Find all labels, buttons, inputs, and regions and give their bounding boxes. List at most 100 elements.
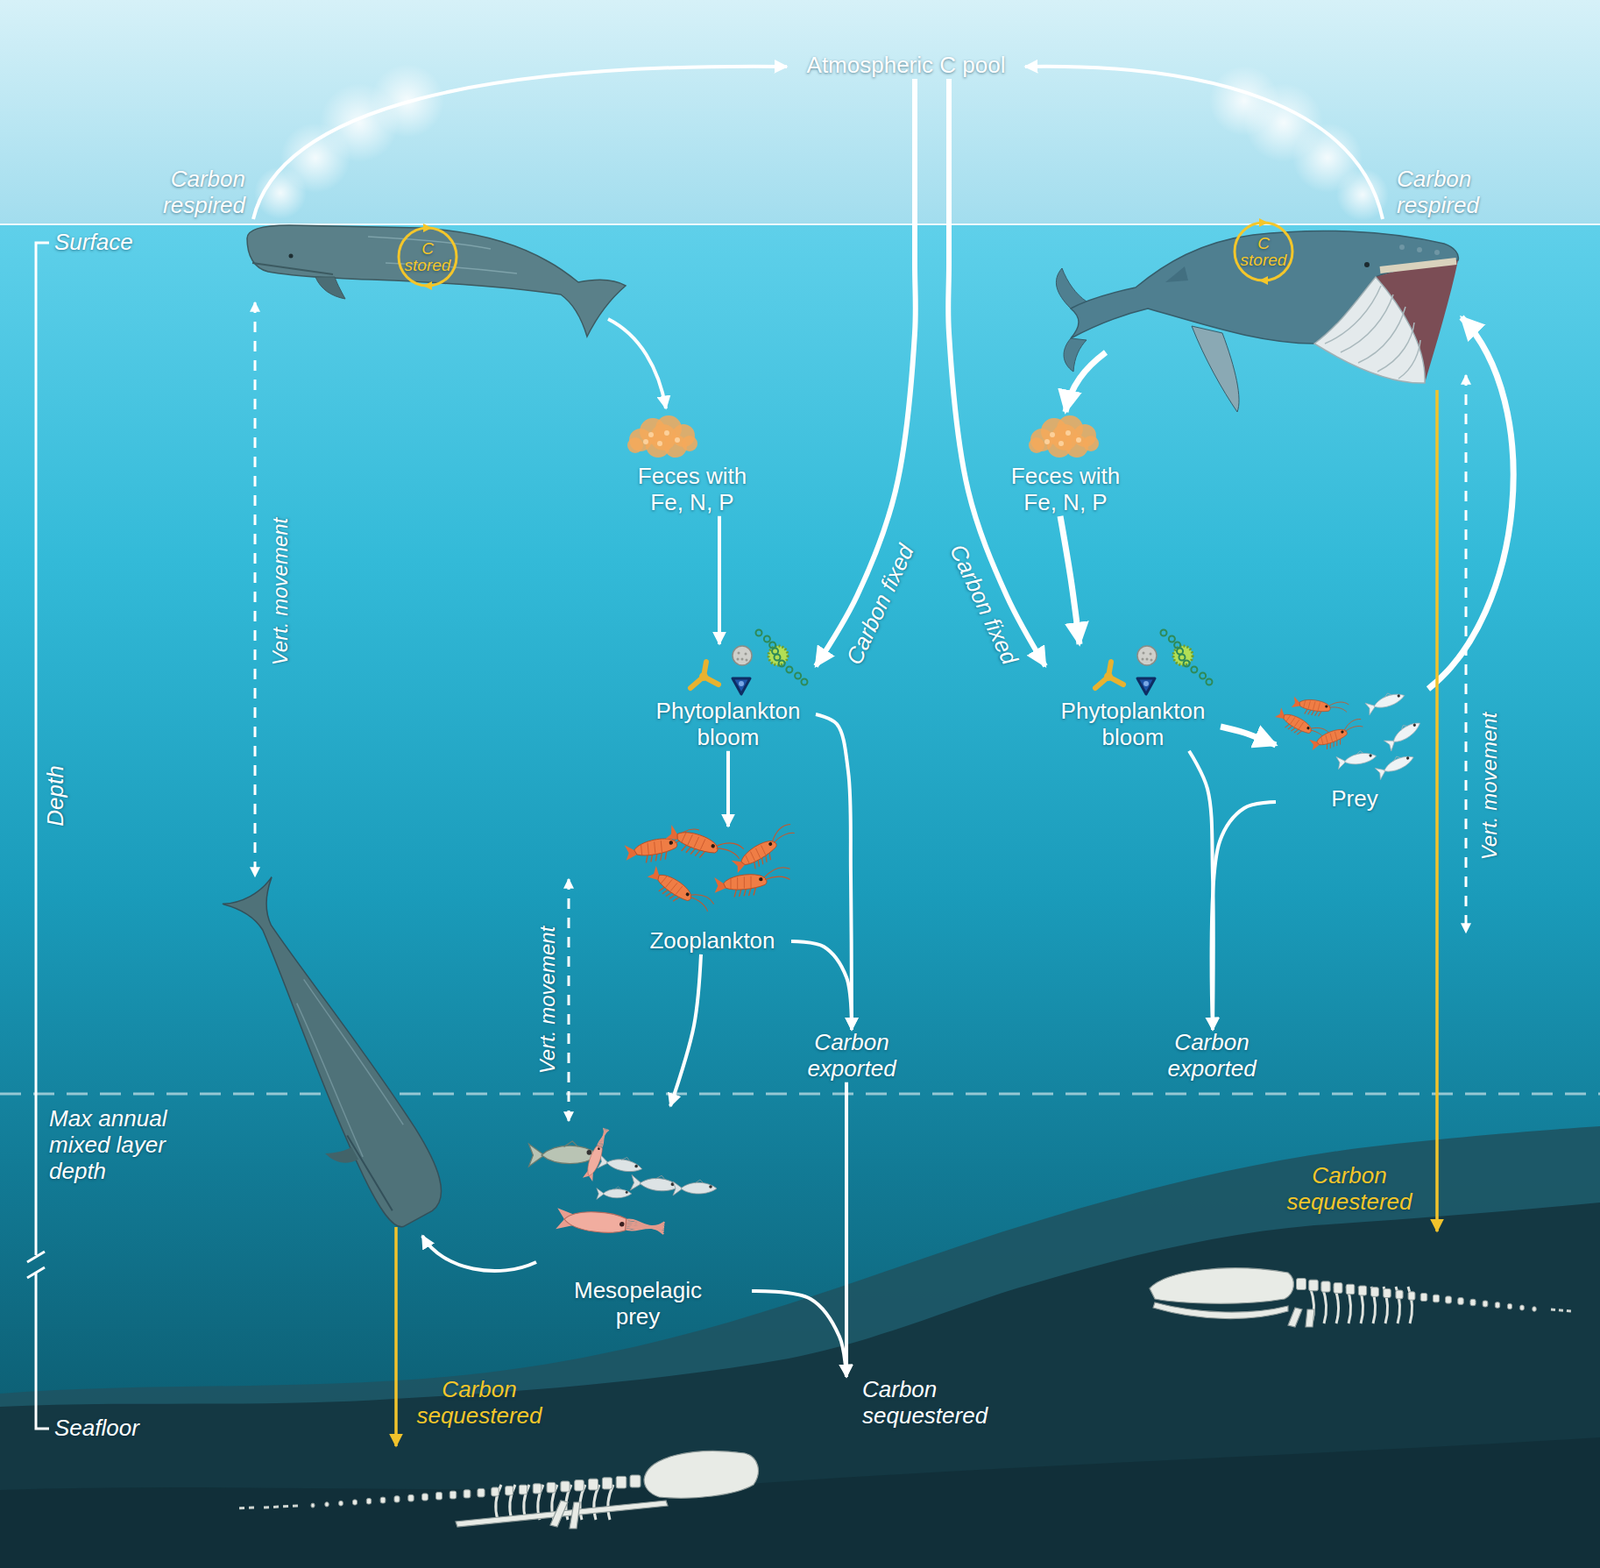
cloud-speck xyxy=(1065,430,1071,436)
node-text: Prey xyxy=(1275,785,1434,813)
annotation-label: Carbon respired xyxy=(1396,166,1511,220)
concept-node: Zooplankton xyxy=(633,826,792,955)
coccolith-dot xyxy=(1141,658,1145,661)
chain-cell xyxy=(771,648,779,655)
krill xyxy=(663,821,744,871)
fish xyxy=(1382,716,1424,751)
node-text: Carbon sequestered xyxy=(862,1376,1006,1430)
coccolith-dot xyxy=(736,658,740,661)
vertebra xyxy=(1296,1278,1307,1290)
annotation-label: Surface xyxy=(54,229,134,256)
chain-cell xyxy=(764,636,771,643)
krill-segment xyxy=(659,840,663,852)
node-text: Feces with Fe, N, P xyxy=(626,463,758,517)
fish-body xyxy=(1390,718,1424,746)
fish-eye xyxy=(587,1149,593,1155)
feeding-arrow xyxy=(1428,317,1514,689)
store-ring xyxy=(1234,222,1293,281)
dinoflagellate-core xyxy=(1143,680,1149,687)
diatom-core xyxy=(1104,672,1113,681)
flow-arrow xyxy=(1189,750,1214,1030)
fish-fin xyxy=(1392,755,1402,762)
chain-cell xyxy=(778,660,786,667)
fish-body xyxy=(680,1182,717,1194)
krill-eye xyxy=(1306,726,1310,730)
illustration-part xyxy=(1416,247,1423,253)
vertebra xyxy=(1371,1287,1380,1297)
krill-eye xyxy=(685,892,691,898)
cloud-puff xyxy=(681,435,698,452)
fish-eye xyxy=(1368,753,1373,758)
chain-cell xyxy=(1178,654,1185,661)
illustration-part xyxy=(1434,249,1440,255)
cloud-speck xyxy=(1058,440,1064,447)
sea xyxy=(0,224,1600,1568)
vertebra xyxy=(1482,1300,1488,1307)
jaw-bone xyxy=(1153,1302,1289,1319)
seafloor-shade xyxy=(0,1437,1600,1568)
squid-tentacle xyxy=(623,1224,665,1234)
krill xyxy=(1290,693,1350,722)
krill xyxy=(1307,717,1367,754)
vertebra xyxy=(1520,1304,1525,1310)
node-text: Atmospheric C pool xyxy=(807,52,1006,79)
fish-fin xyxy=(1399,723,1408,731)
krill-eye xyxy=(1324,704,1329,708)
concept-node: Phytoplankton bloom xyxy=(640,644,816,751)
chain-cell xyxy=(1176,648,1183,655)
krill-segment xyxy=(736,877,739,889)
fish-eye xyxy=(634,1163,638,1168)
respiration-arrow xyxy=(1025,66,1383,220)
skull xyxy=(644,1451,758,1499)
annotation-label: Max annual mixed layer depth xyxy=(49,1105,181,1185)
cloud-speck xyxy=(657,440,663,447)
chain-cell xyxy=(800,679,808,686)
feeding-arrow xyxy=(422,1235,537,1271)
vertebra xyxy=(1532,1306,1537,1311)
dinoflagellate xyxy=(1137,678,1155,694)
flow-arrow xyxy=(751,1290,847,1377)
fish xyxy=(630,1172,680,1195)
fish-fin xyxy=(655,1175,666,1180)
vertebra xyxy=(380,1496,386,1503)
fish xyxy=(1374,750,1417,780)
krill-eye xyxy=(710,842,716,849)
phytoplankton-group xyxy=(690,630,808,695)
vertebra xyxy=(325,1501,329,1507)
flow-arrow xyxy=(791,941,852,1030)
carbon-store-circle: C stored xyxy=(1230,218,1297,285)
annotation-label: Seafloor xyxy=(54,1415,140,1442)
vertebra xyxy=(588,1478,599,1490)
illustration-part xyxy=(1380,261,1457,270)
krill-segment xyxy=(660,875,668,885)
vertebra xyxy=(1333,1282,1343,1294)
fish-fin xyxy=(694,1179,704,1183)
chain-cell xyxy=(1174,642,1181,649)
vertebra xyxy=(505,1486,514,1495)
vertebra xyxy=(1420,1293,1428,1302)
diatom-star xyxy=(690,661,719,688)
diatom-star xyxy=(1095,661,1124,688)
vertebra xyxy=(1395,1289,1403,1299)
krill-body xyxy=(1281,710,1314,736)
krill-segment xyxy=(1298,722,1303,730)
krill-eye xyxy=(758,877,764,882)
cloud-speck xyxy=(664,430,670,436)
feces-cloud xyxy=(1028,415,1099,458)
coccolith-dot xyxy=(745,658,749,662)
fish-eye xyxy=(708,1184,713,1189)
krill-segment xyxy=(729,877,732,890)
krill xyxy=(729,822,801,878)
coccolith-dot xyxy=(744,652,748,656)
diatom-core xyxy=(699,672,708,681)
node-text: Feces with Fe, N, P xyxy=(999,463,1132,517)
krill-segment xyxy=(653,841,657,853)
fish-fin xyxy=(1383,692,1393,698)
krill-body xyxy=(674,827,721,856)
vertebra xyxy=(477,1487,485,1497)
vertebra xyxy=(1321,1281,1331,1292)
krill-segment xyxy=(1294,719,1299,728)
fish-fin xyxy=(614,1186,622,1190)
annotation-label: Vert. movement xyxy=(268,517,293,666)
